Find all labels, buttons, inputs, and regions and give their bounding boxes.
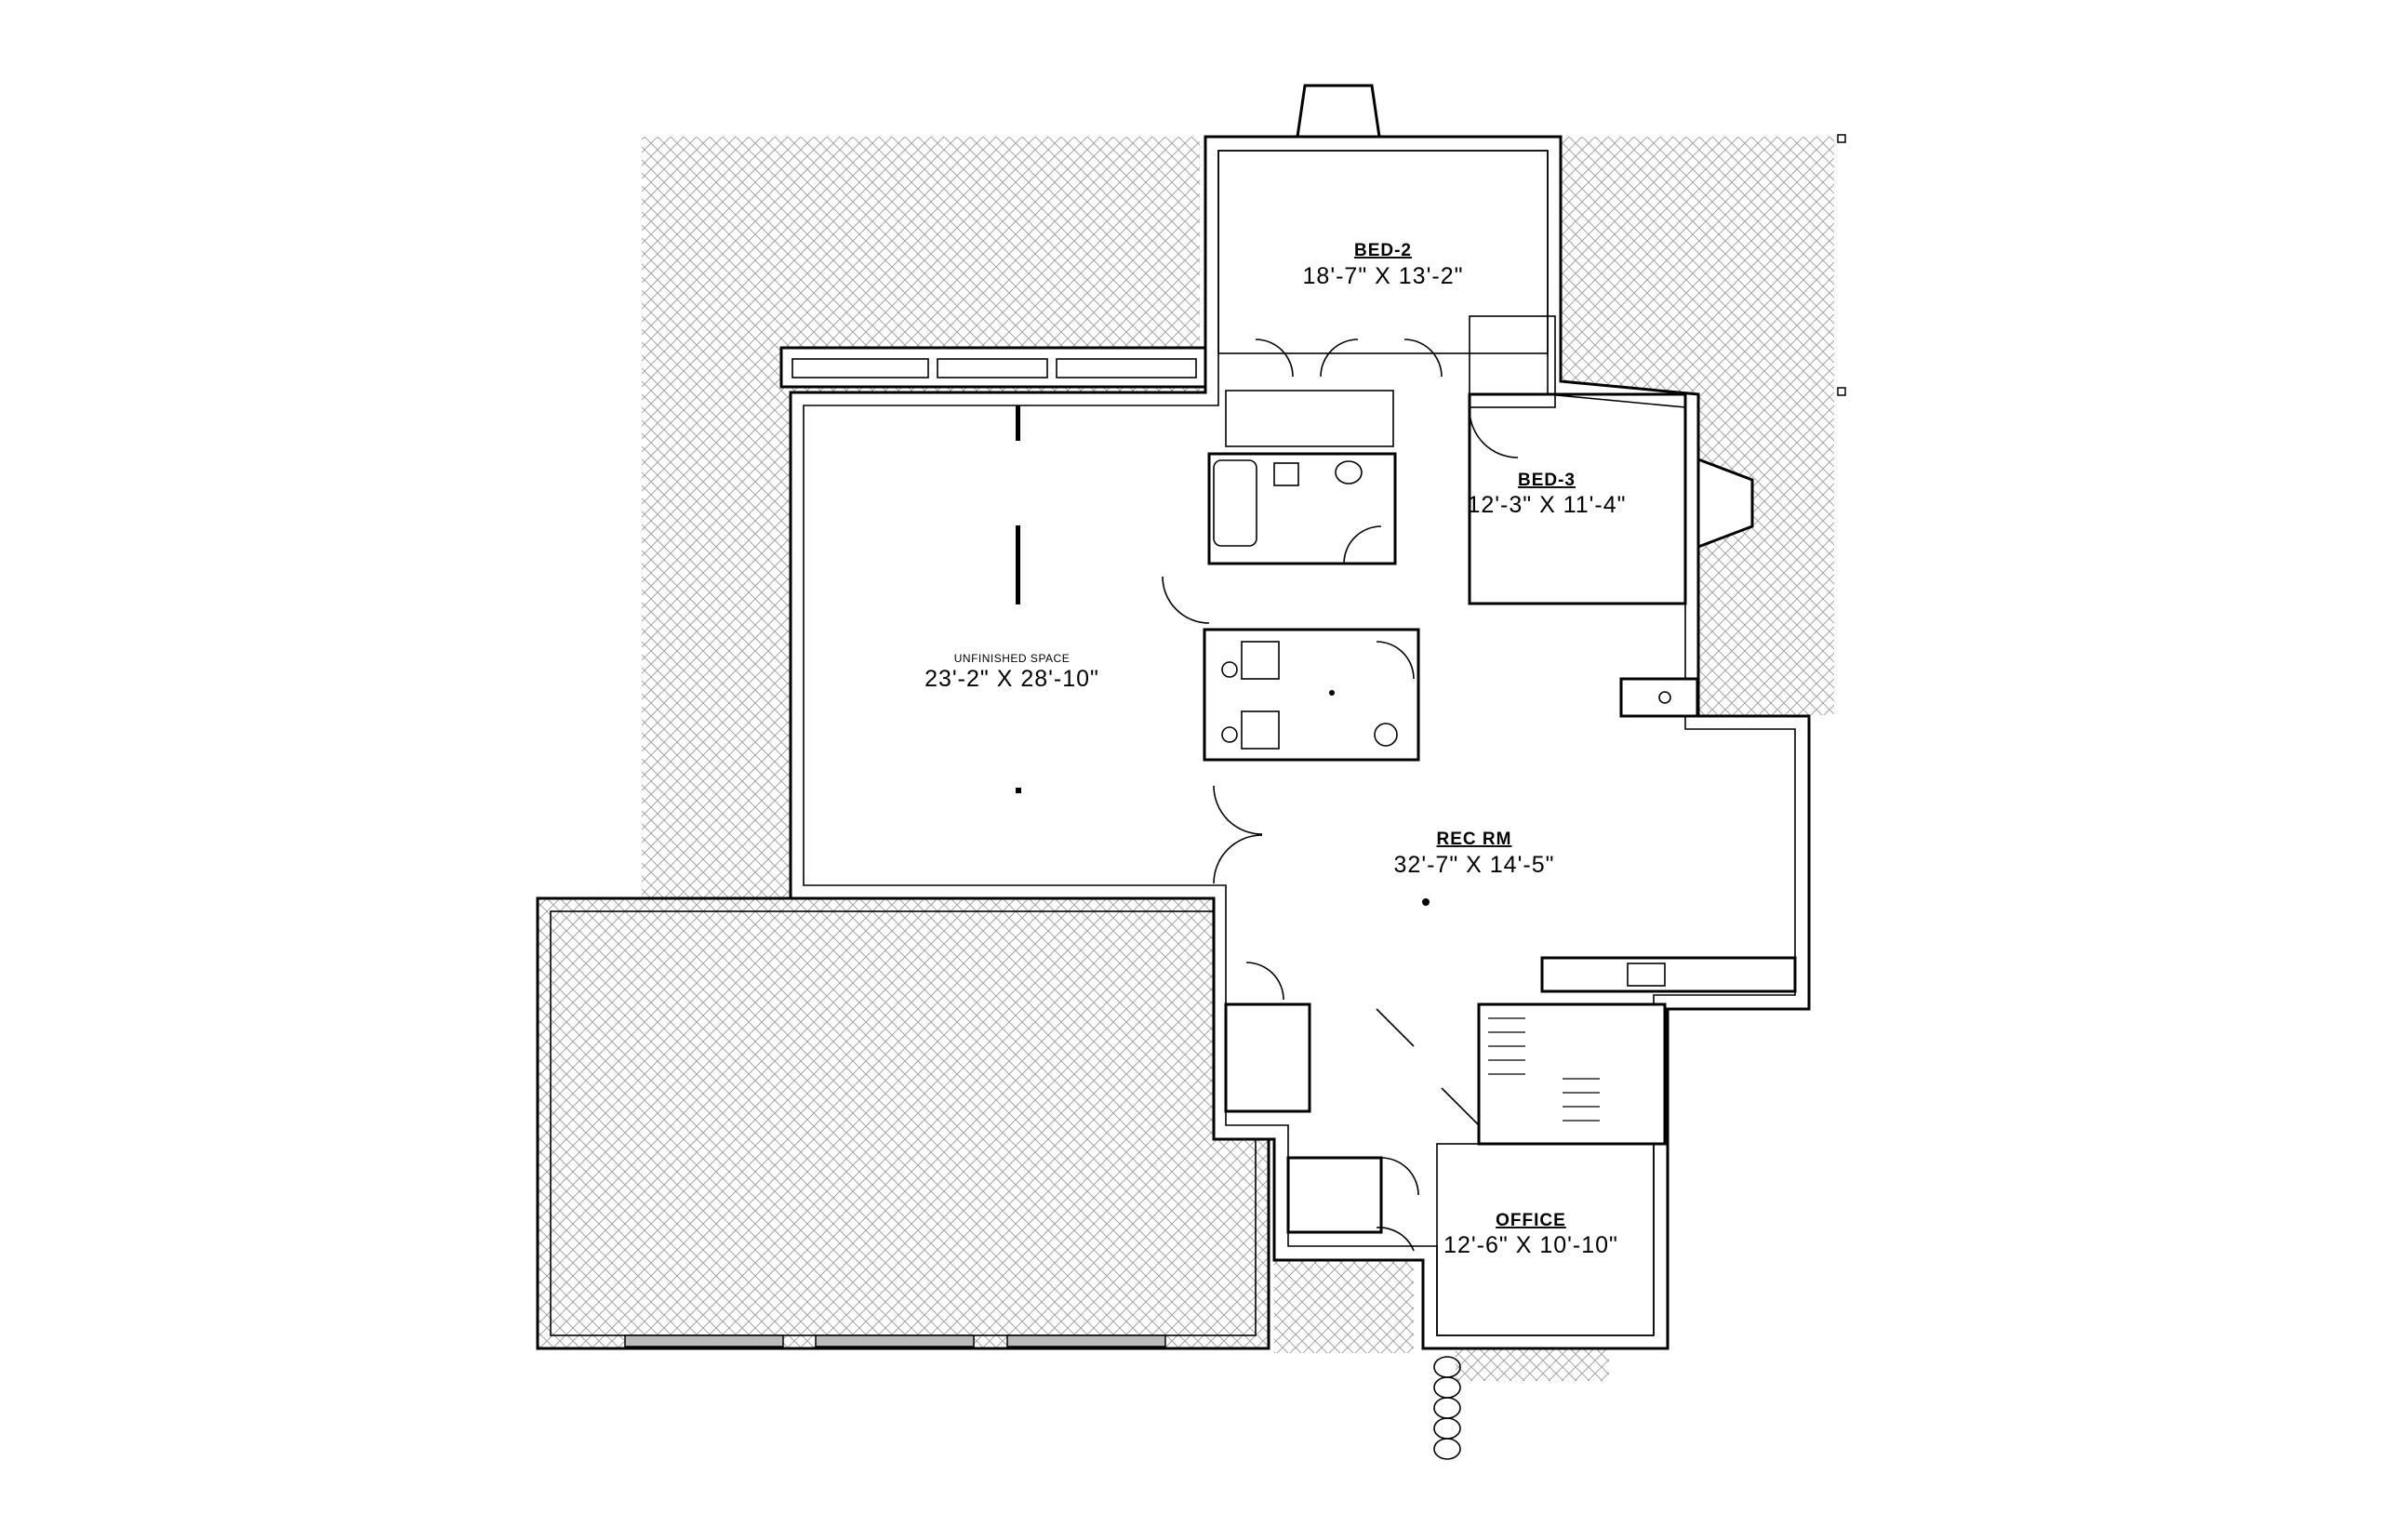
stone-2 (1433, 1376, 1461, 1399)
bed-3-door-swing (1469, 408, 1519, 458)
stepping-stones (1433, 1356, 1461, 1460)
window-pane-3 (1056, 358, 1197, 378)
storage-closet (1224, 1002, 1311, 1113)
unfinished-space-dimensions: 23'-2" X 28'-10" (924, 666, 1099, 692)
bathroom-door-swing (1343, 525, 1382, 564)
floor-drain-icon (1329, 690, 1335, 696)
lower-closets (1224, 962, 1419, 1234)
rec-rm-dimensions: 32'-7" X 14'-5" (1394, 852, 1555, 878)
stair-arrow (1441, 1087, 1480, 1126)
bed-2-boundary (1217, 150, 1549, 354)
bathroom-outline (1207, 452, 1397, 565)
bathtub-icon (1213, 459, 1257, 547)
garage-door-2 (815, 1334, 975, 1348)
bed-2-dimensions: 18'-7" X 13'-2" (1303, 263, 1464, 289)
window-pane-2 (937, 358, 1048, 378)
bed3-fireplace (1696, 457, 1754, 550)
office-closet (1286, 1156, 1383, 1234)
office-title: OFFICE (1496, 1211, 1566, 1230)
rec-rm-title: REC RM (1437, 830, 1512, 849)
office-door-swing (1376, 1227, 1415, 1252)
post-icon (1016, 788, 1021, 793)
tank-icon-2 (1221, 726, 1238, 743)
bar-sink-drain-icon (1658, 691, 1671, 704)
mechanical-room-outline (1203, 628, 1420, 762)
stair-treads (1488, 1017, 1600, 1122)
garage-slab (536, 896, 1270, 1350)
toilet-icon (1335, 460, 1363, 485)
mechanical-room (1203, 628, 1420, 762)
room-office: OFFICE 12'-6" X 10'-10" (1376, 1143, 1655, 1336)
mechanical-door-swing (1376, 641, 1415, 680)
garage-door-1 (624, 1334, 784, 1348)
water-heater-icon (1241, 641, 1280, 680)
garage-outline (536, 896, 1270, 1350)
storage-door-swing (1245, 962, 1284, 1001)
rec-room-double-door-swing (1213, 785, 1263, 884)
office-dimensions: 12'-6" X 10'-10" (1443, 1232, 1618, 1258)
bed-3-title: BED-3 (1518, 471, 1576, 490)
top-window-band (779, 346, 1207, 389)
bed-2-closets (1225, 339, 1443, 447)
bathroom (1207, 452, 1397, 565)
room-bed-3: BED-3 12'-3" X 11'-4" (1467, 315, 1687, 605)
rec-room-post (1422, 898, 1430, 906)
kitchenette-sink-icon (1627, 962, 1666, 987)
column-2 (1016, 525, 1020, 604)
stairwell (1376, 1002, 1667, 1146)
property-marker-1 (1837, 134, 1846, 143)
stone-3 (1433, 1397, 1461, 1419)
room-rec-rm: REC RM 32'-7" X 14'-5" (1213, 677, 1797, 993)
bed-2-title: BED-2 (1354, 241, 1412, 260)
bed-2-door-swing (1403, 339, 1443, 378)
closet-double-door-swing (1255, 339, 1359, 378)
right-terrain-hatch (1693, 394, 1834, 715)
top-right-terrain-hatch (1553, 137, 1834, 394)
office-closet-door-swing (1380, 1157, 1419, 1196)
top-fireplace (1296, 84, 1381, 139)
unfinished-space-title: UNFINISHED SPACE (954, 652, 1070, 665)
bed-3-dimensions: 12'-3" X 11'-4" (1467, 492, 1626, 518)
sink-icon (1273, 462, 1299, 486)
furnace-icon (1241, 710, 1280, 750)
room-bed-2: BED-2 18'-7" X 13'-2" (1217, 150, 1549, 354)
room-unfinished-space: UNFINISHED SPACE 23'-2" X 28'-10" (924, 405, 1210, 793)
bed-3-boundary (1468, 392, 1687, 605)
stone-5 (1433, 1438, 1461, 1460)
stair-door-swing (1376, 1008, 1415, 1047)
column-1 (1016, 405, 1020, 441)
garage-door-3 (1006, 1334, 1166, 1348)
stone-4 (1433, 1417, 1461, 1440)
unfinished-door-swing (1162, 576, 1210, 624)
bed-3-closet (1469, 315, 1556, 408)
bed-2-closet (1225, 390, 1394, 447)
kitchenette-counter (1540, 956, 1797, 993)
window-pane-1 (791, 358, 929, 378)
property-marker-2 (1837, 387, 1846, 396)
office-boundary (1436, 1143, 1655, 1336)
bottom-terrain-hatch (1274, 1260, 1414, 1353)
utility-sink-icon (1374, 723, 1398, 747)
tank-icon (1221, 661, 1238, 678)
